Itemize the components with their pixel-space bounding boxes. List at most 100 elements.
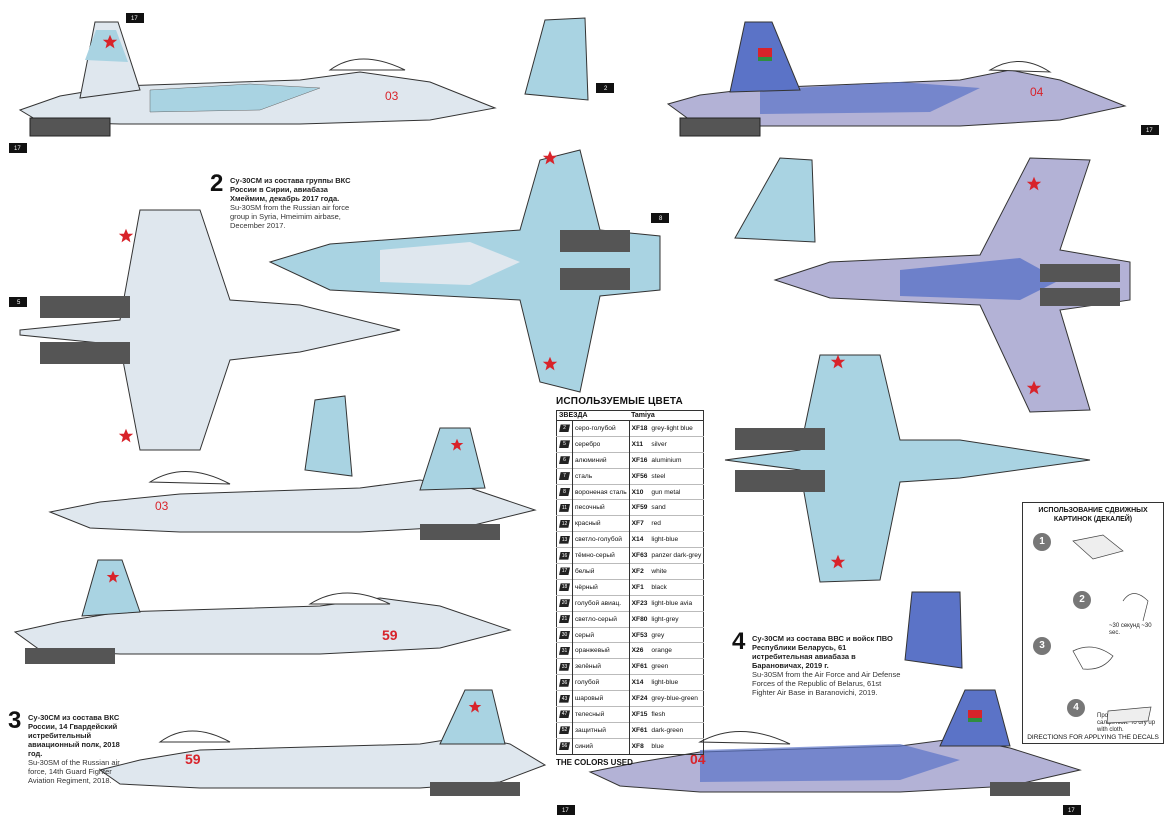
instruction-illustrations bbox=[1072, 534, 1152, 724]
paint-number-swatch: 31 bbox=[556, 642, 573, 659]
paint-name-ru: шаровый bbox=[572, 690, 630, 707]
tamiya-code: XF61 bbox=[629, 721, 650, 739]
paint-name-ru: голубой bbox=[572, 674, 630, 691]
paint-number-swatch: 17 bbox=[556, 563, 573, 580]
step-2-note: ~30 секунд ~30 sec. bbox=[1109, 623, 1152, 636]
paint-number: 21 bbox=[559, 615, 570, 624]
paint-name-en: aluminium bbox=[649, 451, 704, 469]
decal-instructions: ИСПОЛЬЗОВАНИЕ СДВИЖНЫХ КАРТИНОК (ДЕКАЛЕЙ… bbox=[1022, 502, 1164, 744]
paint-number-swatch: 33 bbox=[556, 658, 573, 675]
paint-name-en: silver bbox=[649, 435, 704, 453]
paint-number-swatch: 7 bbox=[556, 467, 573, 485]
paint-name-ru: светло-голубой bbox=[572, 531, 630, 548]
tamiya-code: XF18 bbox=[629, 420, 650, 437]
paint-number: 30 bbox=[559, 631, 570, 640]
paint-number-swatch: 20 bbox=[556, 594, 573, 612]
plan-view-right bbox=[773, 157, 1131, 413]
tamiya-code: XF15 bbox=[629, 706, 650, 723]
paint-name-ru: тёмно-серый bbox=[572, 547, 630, 564]
step-4-badge: 4 bbox=[1067, 699, 1085, 717]
paint-number: 52 bbox=[559, 726, 570, 735]
paint-number-swatch: 56 bbox=[556, 737, 573, 755]
svg-text:59: 59 bbox=[185, 751, 201, 767]
paint-name-en: flesh bbox=[649, 706, 704, 723]
color-table-footer: THE COLORS USED bbox=[556, 757, 633, 767]
tamiya-code: X26 bbox=[629, 642, 650, 659]
paint-name-ru: оранжевый bbox=[572, 642, 630, 659]
caption-en: Su-30SM from the Russian air force group… bbox=[230, 203, 350, 230]
paint-number: 47 bbox=[559, 710, 570, 719]
paint-name-ru: телесный bbox=[572, 706, 630, 723]
svg-text:5: 5 bbox=[17, 300, 21, 306]
paint-number: 17 bbox=[559, 567, 570, 576]
tamiya-code: XF8 bbox=[629, 737, 650, 755]
svg-text:2: 2 bbox=[604, 86, 608, 92]
plan-view-center bbox=[268, 149, 661, 393]
paint-name-ru: чёрный bbox=[572, 578, 630, 596]
caption-ru: Су-30СМ из состава ВКС России, 14 Гварде… bbox=[28, 713, 120, 758]
paint-name-ru: защитный bbox=[572, 721, 630, 739]
caption-2: 2 Су-30СМ из состава группы ВКС России в… bbox=[210, 172, 360, 231]
paint-name-ru: синий bbox=[572, 737, 630, 755]
paint-number: 7 bbox=[559, 472, 570, 481]
svg-text:04: 04 bbox=[690, 751, 706, 767]
fin-detail-1 bbox=[524, 17, 589, 101]
instructions-title: ИСПОЛЬЗОВАНИЕ СДВИЖНЫХ КАРТИНОК (ДЕКАЛЕЙ… bbox=[1038, 507, 1148, 523]
paint-number-swatch: 6 bbox=[556, 451, 573, 469]
tamiya-code: XF53 bbox=[629, 626, 650, 643]
caption-en: Su-30SM from the Air Force and Air Defen… bbox=[752, 670, 901, 697]
svg-text:04: 04 bbox=[1030, 85, 1044, 99]
caption-ru: Су-30СМ из состава группы ВКС России в С… bbox=[230, 176, 351, 203]
paint-name-en: dark-green bbox=[649, 721, 704, 739]
callout-markers: 17 17 2 17 8 5 17 17 bbox=[9, 13, 1159, 815]
plan-view-upper-left bbox=[19, 209, 401, 451]
paint-number: 13 bbox=[559, 535, 570, 544]
side-profile-2: 03 bbox=[48, 427, 537, 540]
paint-name-en: grey-light blue bbox=[649, 420, 704, 437]
paint-name-en: light-blue bbox=[649, 531, 704, 548]
paint-name-ru: светло-серый bbox=[572, 610, 630, 628]
tamiya-code: X10 bbox=[629, 483, 650, 500]
caption-number: 2 bbox=[210, 170, 224, 197]
tamiya-code: X11 bbox=[629, 435, 650, 453]
caption-number: 4 bbox=[732, 628, 746, 655]
paint-name-en: light-grey bbox=[649, 610, 704, 628]
paint-number: 31 bbox=[559, 646, 570, 655]
paint-name-en: orange bbox=[649, 642, 704, 659]
column-header-zvezda: ЗВЕЗДА bbox=[556, 410, 630, 421]
color-table-title: ИСПОЛЬЗУЕМЫЕ ЦВЕТА bbox=[556, 396, 683, 407]
paint-number: 20 bbox=[559, 599, 570, 608]
paint-number-swatch: 12 bbox=[556, 515, 573, 532]
caption-3: 3 Су-30СМ из состава ВКС России, 14 Гвар… bbox=[8, 709, 128, 786]
paint-number-swatch: 13 bbox=[556, 531, 573, 548]
step-2-badge: 2 bbox=[1073, 591, 1091, 609]
paint-name-en: light-blue avia bbox=[649, 594, 704, 612]
tamiya-code: X14 bbox=[629, 531, 650, 548]
paint-name-en: black bbox=[649, 578, 704, 596]
paint-number: 18 bbox=[559, 583, 570, 592]
paint-name-en: white bbox=[649, 563, 704, 580]
paint-name-ru: белый bbox=[572, 563, 630, 580]
step-1-badge: 1 bbox=[1033, 533, 1051, 551]
paint-name-en: sand bbox=[649, 499, 704, 516]
paint-number-swatch: 43 bbox=[556, 690, 573, 707]
tamiya-code: XF56 bbox=[629, 467, 650, 485]
paint-name-en: red bbox=[649, 515, 704, 532]
svg-text:17: 17 bbox=[1146, 128, 1153, 134]
paint-name-en: grey-blue-green bbox=[649, 690, 704, 707]
